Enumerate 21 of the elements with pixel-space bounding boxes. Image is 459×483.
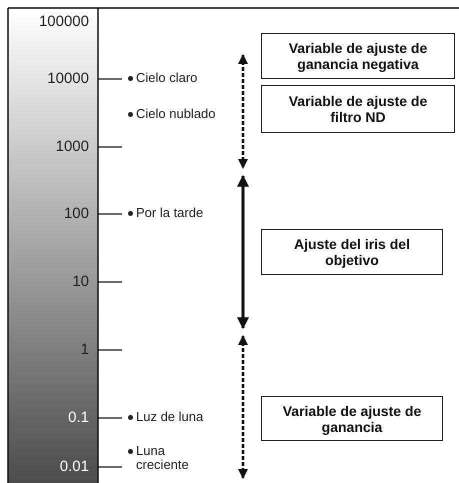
scale-value: 10 (71, 273, 89, 290)
label-box (261, 396, 443, 441)
scale-value: 0.01 (58, 458, 89, 475)
scale-value: 0.1 (67, 409, 89, 426)
range-label: Variable de ajuste de filtro ND (288, 93, 428, 125)
scale-value: 100000 (38, 13, 89, 30)
scale-value: 1000 (54, 138, 89, 155)
label-box (261, 85, 455, 133)
scale-value: 10000 (46, 70, 89, 87)
range-label: Ajuste del iris del objetivo (293, 236, 411, 268)
condition-label: Luz de luna (136, 410, 204, 424)
label-box (261, 229, 443, 275)
condition-label: Cielo nublado (136, 107, 216, 121)
scale-value: 1 (80, 341, 89, 358)
range-label: Variable de ajuste de ganancia negativa (288, 40, 428, 72)
scale-value: 100 (62, 205, 89, 222)
condition-label: Cielo claro (136, 71, 198, 85)
range-label: Variable de ajuste de ganancia (282, 402, 422, 434)
condition-label: Por la tarde (136, 206, 204, 220)
label-box (261, 33, 455, 79)
condition-label: Luna creciente (136, 444, 190, 472)
